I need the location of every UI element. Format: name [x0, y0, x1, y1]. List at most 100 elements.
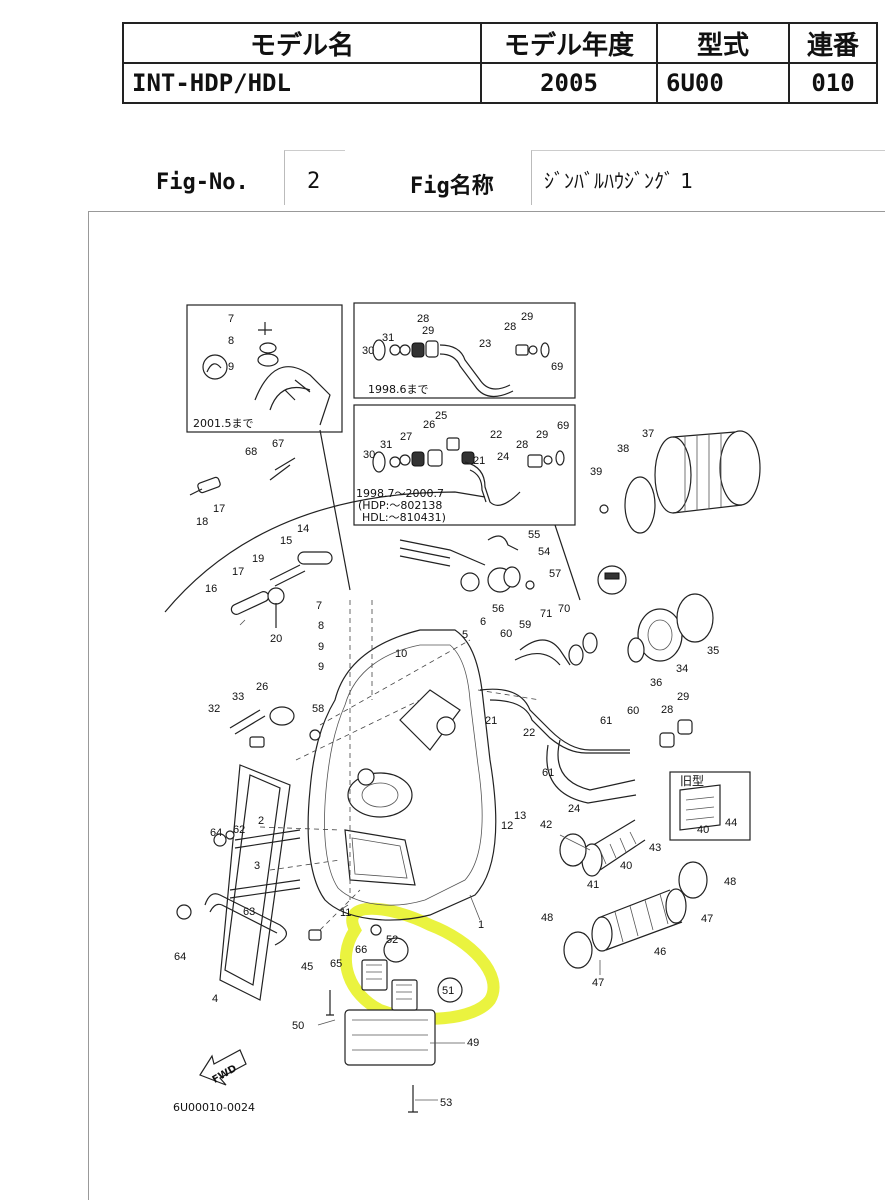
- callout-11: 11: [340, 907, 351, 919]
- callout-68: 68: [245, 446, 257, 458]
- model-year-header: モデル年度: [480, 22, 658, 64]
- callout-13: 13: [514, 810, 526, 822]
- callout-70: 70: [558, 603, 570, 615]
- callout-45: 45: [301, 961, 313, 973]
- callout-30: 30: [362, 345, 374, 357]
- callout-52: 52: [386, 934, 398, 946]
- callout-63: 63: [243, 906, 255, 918]
- callout-65: 65: [330, 958, 342, 970]
- model-name-value: INT-HDP/HDL: [122, 62, 482, 104]
- callout-34: 34: [676, 663, 688, 675]
- callout-47-2: 47: [701, 913, 713, 925]
- callout-29-2: 29: [521, 311, 533, 323]
- callout-7-2: 7: [316, 600, 322, 612]
- highlight-marker: [340, 902, 500, 1025]
- callout-40: 40: [620, 860, 632, 872]
- callout-38: 38: [617, 443, 629, 455]
- callout-64: 64: [210, 827, 222, 839]
- inset3-note-1: 1998.7～2000.7: [356, 487, 444, 500]
- callout-15: 15: [280, 535, 292, 547]
- callout-50: 50: [292, 1020, 304, 1032]
- fwd-label: FWD: [211, 1063, 239, 1086]
- type-value: 6U00: [656, 62, 790, 104]
- callout-69-2: 69: [557, 420, 569, 432]
- callout-22: 22: [490, 429, 502, 441]
- callout-46: 46: [654, 946, 666, 958]
- callout-31-2: 31: [380, 439, 392, 451]
- callout-9-2: 9: [318, 641, 324, 653]
- callout-23: 23: [479, 338, 491, 350]
- callout-1: 1: [478, 919, 484, 931]
- callout-18: 18: [196, 516, 208, 528]
- diagram-frame: [88, 211, 885, 1200]
- callout-64-2: 64: [174, 951, 186, 963]
- inset3-note-2: (HDP:～802138: [358, 499, 442, 512]
- inset3-note-3: HDL:～810431): [362, 511, 446, 524]
- callout-27: 27: [400, 431, 412, 443]
- callout-53: 53: [440, 1097, 452, 1109]
- callout-57: 57: [549, 568, 561, 580]
- callout-42: 42: [540, 819, 552, 831]
- callout-28-2: 28: [504, 321, 516, 333]
- callout-47: 47: [592, 977, 604, 989]
- callout-54: 54: [538, 546, 550, 558]
- boot-46: [591, 888, 687, 952]
- inset-box-2001: [186, 304, 343, 433]
- callout-44: 44: [725, 817, 737, 829]
- callout-25: 25: [435, 410, 447, 422]
- inset2-note: 1998.6まで: [368, 383, 429, 396]
- model-name-header: モデル名: [122, 22, 482, 64]
- callout-20: 20: [270, 633, 282, 645]
- callout-4: 4: [212, 993, 218, 1005]
- callout-43: 43: [649, 842, 661, 854]
- fwd-arrow: [199, 1049, 247, 1086]
- callout-61-2: 61: [542, 767, 554, 779]
- callout-48: 48: [541, 912, 553, 924]
- callout-35: 35: [707, 645, 719, 657]
- callout-48-2: 48: [724, 876, 736, 888]
- callout-9-3: 9: [318, 661, 324, 673]
- callout-8: 8: [228, 335, 234, 347]
- drawing-code: 6U00010-0024: [173, 1101, 255, 1114]
- fig-name-value: ｼﾞﾝﾊﾞﾙﾊｳｼﾞﾝｸﾞ 1: [544, 169, 694, 193]
- callout-28-4: 28: [661, 704, 673, 716]
- callout-26: 26: [423, 419, 435, 431]
- callout-61: 61: [600, 715, 612, 727]
- callout-36: 36: [650, 677, 662, 689]
- model-year-value: 2005: [480, 62, 658, 104]
- callout-2: 2: [258, 815, 264, 827]
- callout-5: 5: [462, 629, 468, 641]
- callout-39: 39: [590, 466, 602, 478]
- gimbal-housing-outline: [307, 629, 497, 921]
- callout-58: 58: [312, 703, 324, 715]
- callout-numbers: 1234567788999101112131415161717181920212…: [174, 311, 737, 1109]
- callout-9: 9: [228, 361, 234, 373]
- callout-6: 6: [480, 616, 486, 628]
- boot-40: [581, 819, 646, 877]
- callout-59: 59: [519, 619, 531, 631]
- callout-29-3: 29: [536, 429, 548, 441]
- fig-no-box: 2: [284, 150, 345, 205]
- callout-67: 67: [272, 438, 284, 450]
- callout-19: 19: [252, 553, 264, 565]
- callout-60: 60: [500, 628, 512, 640]
- callout-24-2: 24: [568, 803, 580, 815]
- callout-28-3: 28: [516, 439, 528, 451]
- boot-37: [654, 430, 761, 514]
- inset-box-1998-7: [353, 404, 576, 526]
- tie-rod-4: [219, 764, 291, 1001]
- callout-21-2: 21: [485, 715, 497, 727]
- model-info-table: モデル名 モデル年度 型式 連番 INT-HDP/HDL 2005 6U00 0…: [122, 22, 878, 104]
- callout-22-2: 22: [523, 727, 535, 739]
- callout-17-2: 17: [232, 566, 244, 578]
- callout-55: 55: [528, 529, 540, 541]
- callout-29: 29: [422, 325, 434, 337]
- callout-69: 69: [551, 361, 563, 373]
- callout-24: 24: [497, 451, 509, 463]
- type-header: 型式: [656, 22, 790, 64]
- callout-26-2: 26: [256, 681, 268, 693]
- callout-37: 37: [642, 428, 654, 440]
- callout-21: 21: [473, 455, 485, 467]
- callout-51: 51: [442, 985, 454, 997]
